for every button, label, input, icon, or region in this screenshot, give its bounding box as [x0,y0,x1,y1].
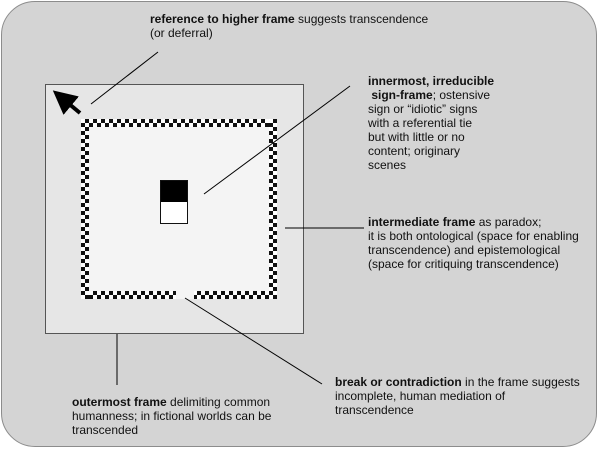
checker-border-left [81,119,89,299]
innermost-sign-frame [160,180,188,224]
break-label: break or contradiction in the frame sugg… [335,375,580,417]
intermediate-label: intermediate frame as paradox; it is bot… [368,215,579,271]
break-connector [184,297,323,385]
frame-break-gap [176,291,194,299]
innermost-connector [203,85,351,195]
checker-border-right [269,119,277,299]
outermost-label: outermost frame delimiting common humann… [72,395,272,437]
innermost-label: innermost, irreducible sign-frame; osten… [368,74,495,172]
higher-frame-label: reference to higher frame suggests trans… [150,12,429,40]
higher-frame-connector [90,51,159,105]
checker-border-top [81,119,277,127]
higher-frame-arrow [52,90,82,115]
